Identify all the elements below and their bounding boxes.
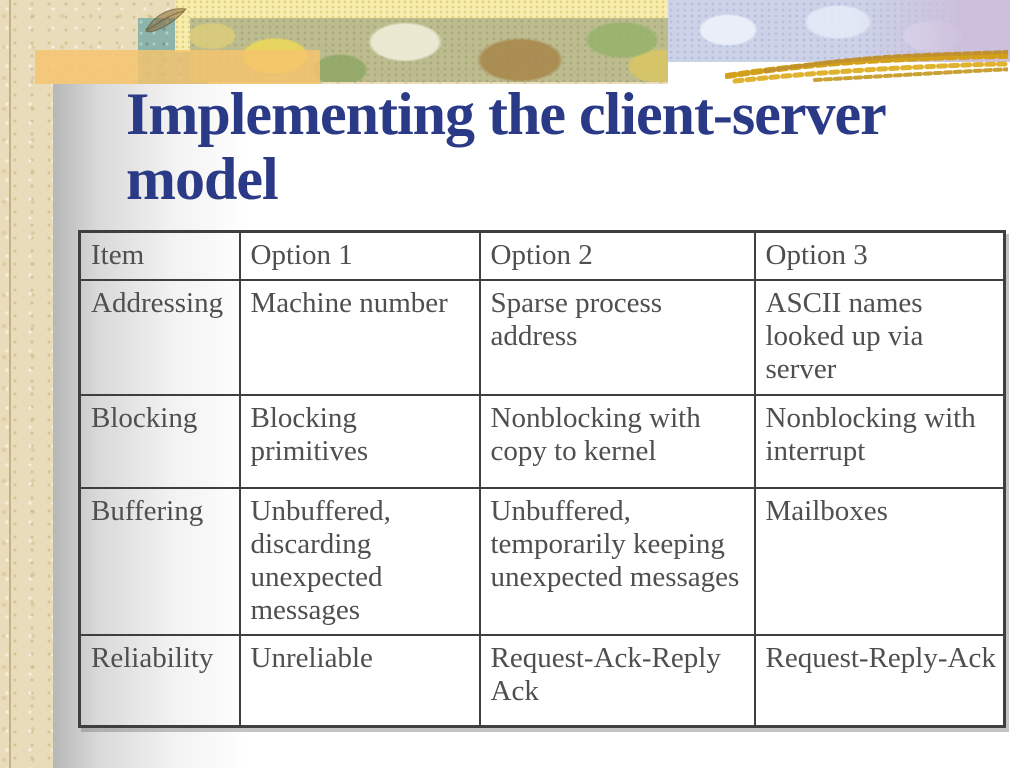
cell-option-1: Unbuffered, discarding unexpected messag…	[238, 486, 481, 636]
cell-option-2: Nonblocking with copy to kernel	[478, 393, 756, 489]
header-option-3: Option 3	[753, 230, 1006, 281]
brown-leaf-icon	[140, 5, 192, 35]
cell-item: Blocking	[78, 393, 241, 489]
table-row-blocking: Blocking Blocking primitives Nonblocking…	[78, 393, 1006, 489]
header-option-1: Option 1	[238, 230, 481, 281]
orange-bar-decoration	[35, 50, 320, 84]
header-item: Item	[78, 230, 241, 281]
table-row-buffering: Buffering Unbuffered, discarding unexpec…	[78, 486, 1006, 636]
cell-option-2: Unbuffered, temporarily keeping unexpect…	[478, 486, 756, 636]
cell-option-3: Mailboxes	[753, 486, 1006, 636]
slide-title-line2: model	[126, 146, 279, 212]
cell-option-3: Nonblocking with interrupt	[753, 393, 1006, 489]
parchment-edge-line	[9, 0, 11, 768]
slide-title-line1: Implementing the client-server	[126, 81, 887, 147]
options-table: Item Option 1 Option 2 Option 3 Addressi…	[78, 230, 1006, 728]
slide-title: Implementing the client-server model	[126, 82, 1006, 212]
cell-item: Addressing	[78, 278, 241, 396]
table-row-addressing: Addressing Machine number Sparse process…	[78, 278, 1006, 396]
cell-option-1: Machine number	[238, 278, 481, 396]
cell-item: Reliability	[78, 633, 241, 728]
cell-option-1: Blocking primitives	[238, 393, 481, 489]
golden-wheat-icon	[724, 50, 1013, 84]
cell-option-2: Sparse process address	[478, 278, 756, 396]
header-option-2: Option 2	[478, 230, 756, 281]
cell-option-3: Request-Reply-Ack	[753, 633, 1006, 728]
blue-foliage-band-decoration	[668, 0, 1010, 62]
cell-item: Buffering	[78, 486, 241, 636]
table-row-reliability: Reliability Unreliable Request-Ack-Reply…	[78, 633, 1006, 728]
cell-option-2: Request-Ack-Reply Ack	[478, 633, 756, 728]
cell-option-1: Unreliable	[238, 633, 481, 728]
table-header-row: Item Option 1 Option 2 Option 3	[78, 230, 1006, 281]
cell-option-3: ASCII names looked up via server	[753, 278, 1006, 396]
